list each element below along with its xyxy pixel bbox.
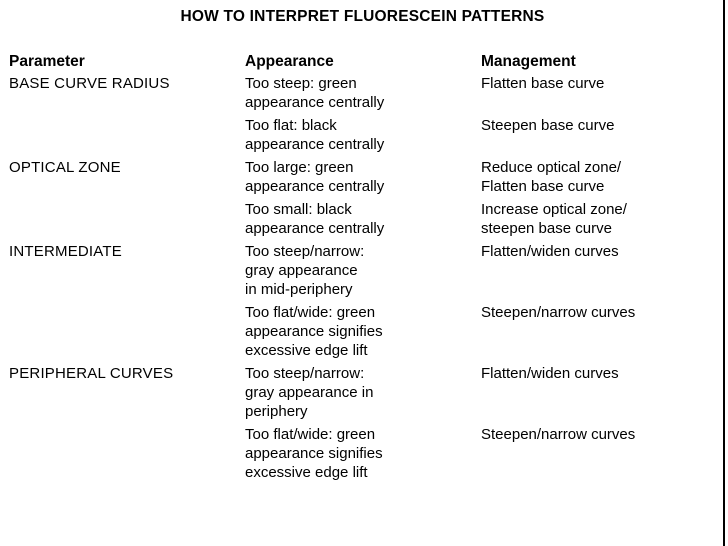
cell-parameter: BASE CURVE RADIUS [9,75,170,92]
cell-parameter [9,116,245,158]
table-header-row: Parameter Appearance Management [9,52,711,74]
cell-appearance: Too steep/narrow: gray appearance in mid… [245,243,365,298]
cell-management: Steepen base curve [481,117,615,134]
table-row: Too flat: black appearance centrally Ste… [9,116,711,158]
header-appearance: Appearance [245,53,334,70]
cell-appearance: Too large: green appearance centrally [245,159,385,195]
cell-appearance: Too flat: black appearance centrally [245,117,385,153]
cell-appearance: Too flat/wide: green appearance signifie… [245,304,383,359]
cell-parameter [9,303,245,364]
cell-parameter: OPTICAL ZONE [9,159,121,176]
cell-management: Steepen/narrow curves [481,426,636,443]
table-row: BASE CURVE RADIUS Too steep: green appea… [9,74,711,116]
cell-management: Steepen/narrow curves [481,304,636,321]
table-row: Too flat/wide: green appearance signifie… [9,303,711,364]
cell-management: Flatten base curve [481,75,605,92]
cell-appearance: Too steep/narrow: gray appearance in per… [245,365,374,420]
cell-parameter: PERIPHERAL CURVES [9,365,174,382]
cell-management: Increase optical zone/ steepen base curv… [481,201,627,237]
cell-management: Flatten/widen curves [481,365,619,382]
cell-management: Flatten/widen curves [481,243,619,260]
cell-appearance: Too flat/wide: green appearance signifie… [245,426,383,481]
table-row: PERIPHERAL CURVES Too steep/narrow: gray… [9,364,711,425]
table-row: OPTICAL ZONE Too large: green appearance… [9,158,711,200]
table-row: INTERMEDIATE Too steep/narrow: gray appe… [9,242,711,303]
cell-parameter: INTERMEDIATE [9,243,122,260]
cell-appearance: Too small: black appearance centrally [245,201,385,237]
fluorescein-table: Parameter Appearance Management BASE CUR… [9,52,711,486]
cell-appearance: Too steep: green appearance centrally [245,75,385,111]
cell-management: Reduce optical zone/ Flatten base curve [481,159,622,195]
header-management: Management [481,53,576,70]
table-row: Too small: black appearance centrally In… [9,200,711,242]
cell-parameter [9,200,245,242]
page-title: HOW TO INTERPRET FLUORESCEIN PATTERNS [180,8,545,25]
cell-parameter [9,425,245,486]
header-parameter: Parameter [9,53,85,70]
table-row: Too flat/wide: green appearance signifie… [9,425,711,486]
